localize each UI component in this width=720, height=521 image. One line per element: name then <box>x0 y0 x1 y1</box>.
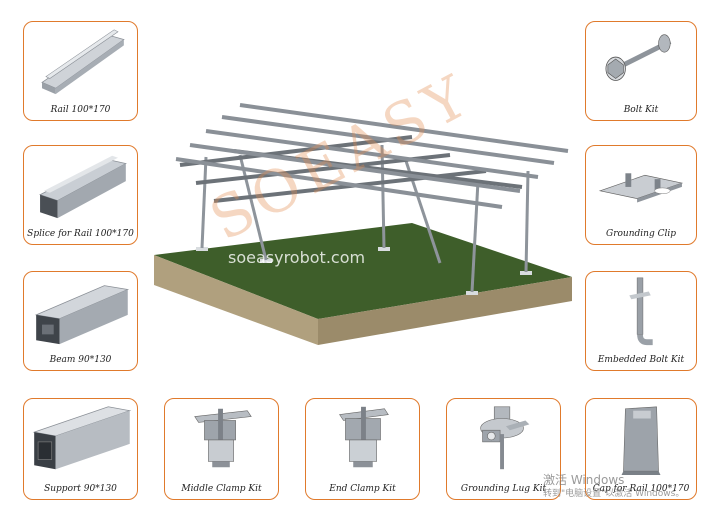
rail-label: Rail 100*170 <box>50 105 111 115</box>
watermark-url: soeasyrobot.com <box>228 248 366 267</box>
beam-image <box>24 272 137 348</box>
grounding-lug-image <box>447 399 560 477</box>
middle-clamp-label: Middle Clamp Kit <box>181 484 262 494</box>
carport-render <box>150 95 580 355</box>
product-card-support[interactable]: Support 90*130 <box>23 398 138 500</box>
product-card-grounding-lug[interactable]: Grounding Lug Kit <box>446 398 561 500</box>
windows-activation-title: 激活 Windows <box>543 473 625 487</box>
product-card-cap[interactable]: Cap for Rail 100*170 <box>585 398 697 500</box>
embedded-bolt-label: Embedded Bolt Kit <box>597 355 685 365</box>
beam-label: Beam 90*130 <box>49 355 112 365</box>
bolt-label: Bolt Kit <box>623 105 659 115</box>
grounding-lug-label: Grounding Lug Kit <box>460 484 547 494</box>
product-card-rail[interactable]: Rail 100*170 <box>23 21 138 121</box>
cap-image <box>586 399 696 477</box>
end-clamp-label: End Clamp Kit <box>329 484 396 494</box>
product-card-grounding-clip[interactable]: Grounding Clip <box>585 145 697 245</box>
middle-clamp-image <box>165 399 278 477</box>
product-card-end-clamp[interactable]: End Clamp Kit <box>305 398 420 500</box>
product-card-embedded-bolt[interactable]: Embedded Bolt Kit <box>585 271 697 371</box>
windows-activation-hint: 转到"电脑设置"以激活 Windows。 <box>543 489 685 499</box>
product-card-splice[interactable]: Splice for Rail 100*170 <box>23 145 138 245</box>
product-card-middle-clamp[interactable]: Middle Clamp Kit <box>164 398 279 500</box>
grounding-clip-label: Grounding Clip <box>606 229 676 239</box>
support-label: Support 90*130 <box>44 484 117 494</box>
splice-image <box>24 146 137 222</box>
windows-activation-notice: 激活 Windows 转到"电脑设置"以激活 Windows。 <box>543 473 684 501</box>
product-card-bolt[interactable]: Bolt Kit <box>585 21 697 121</box>
grounding-clip-image <box>586 146 696 222</box>
product-card-beam[interactable]: Beam 90*130 <box>23 271 138 371</box>
support-image <box>24 399 137 477</box>
splice-label: Splice for Rail 100*170 <box>27 229 134 239</box>
end-clamp-image <box>306 399 419 477</box>
bolt-image <box>586 22 696 98</box>
rail-image <box>24 22 137 98</box>
cap-label: Cap for Rail 100*170 <box>592 484 690 494</box>
embedded-bolt-image <box>586 272 696 348</box>
